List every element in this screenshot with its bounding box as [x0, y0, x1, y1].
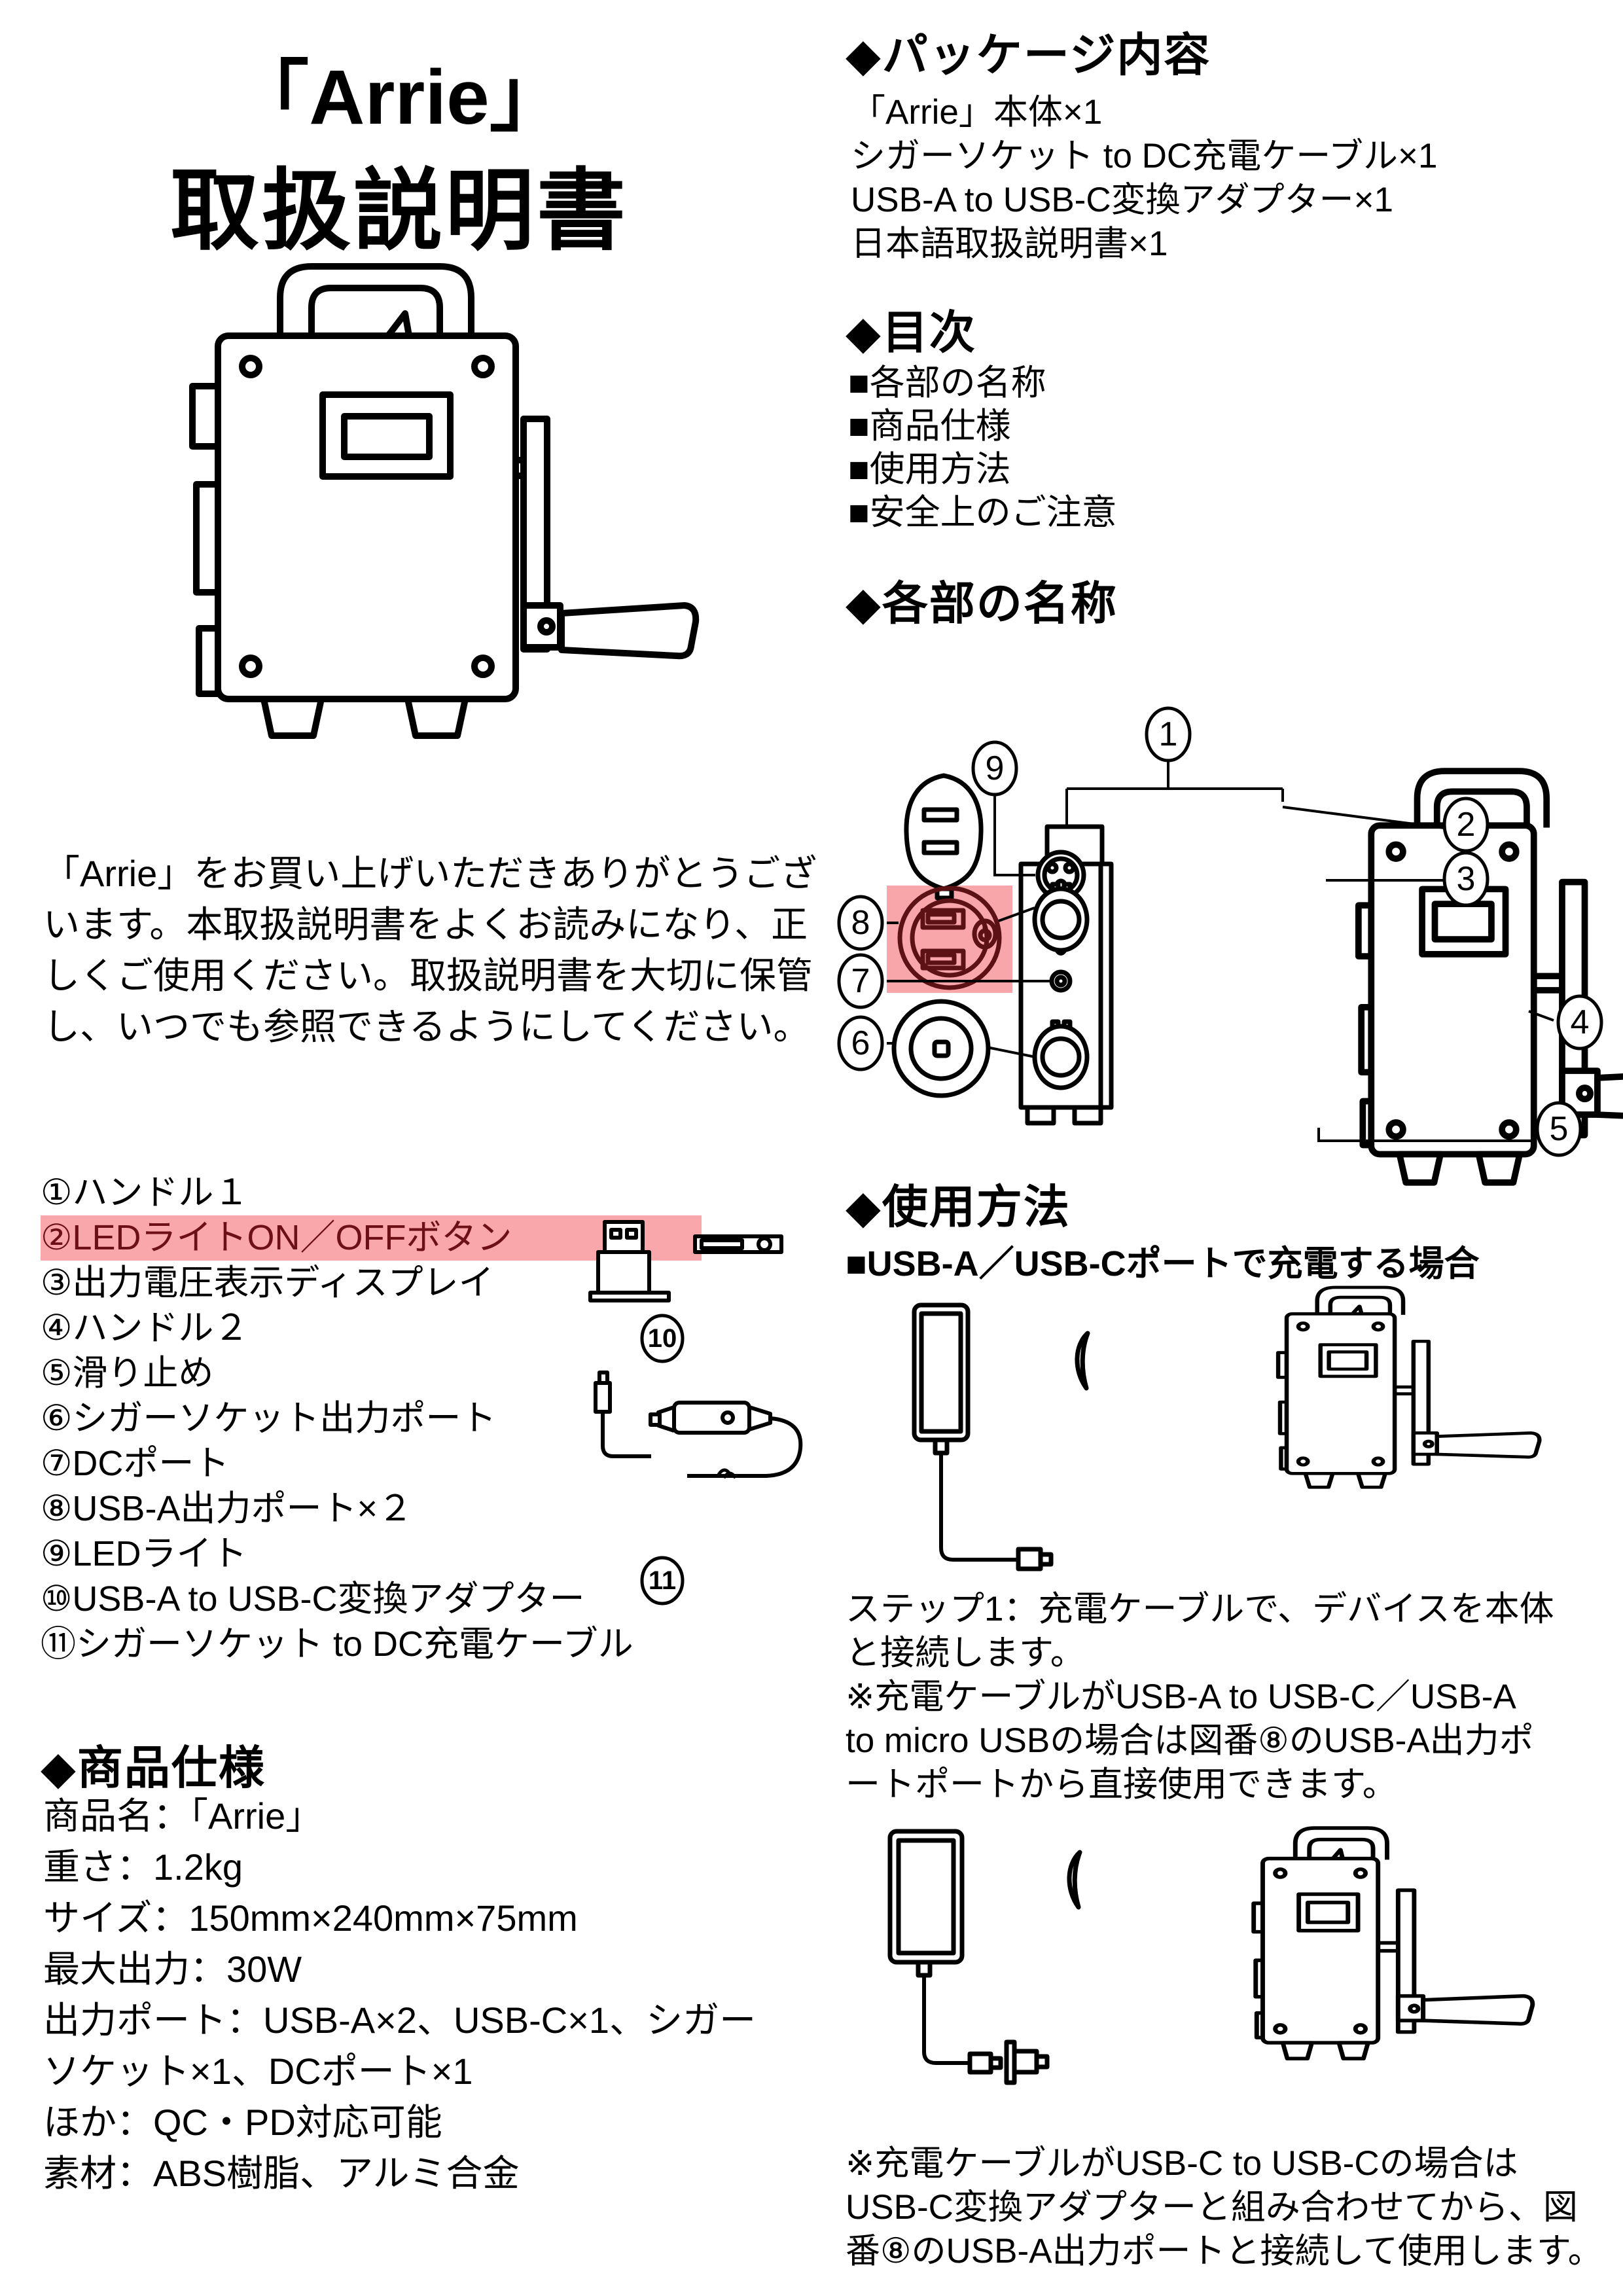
parts-list-item: ⑪シガーソケット to DC充電ケーブル [41, 1624, 633, 1664]
parts-heading: ◆各部の名称 [846, 578, 1118, 629]
page-title-line1: 「Arrie」 [232, 54, 567, 141]
parts-list-item: ③出力電圧表示ディスプレイ [41, 1263, 494, 1302]
svg-text:7: 7 [851, 962, 870, 1000]
parts-list-item: ④ハンドル２ [41, 1308, 249, 1348]
callout-9: 9 [971, 740, 1018, 797]
spec-line: 最大出力：30W [43, 1948, 302, 1990]
step-line: ートポートから直接使用できます。 [846, 1765, 1397, 1804]
usage-diagram-2 [887, 1826, 1499, 2085]
parts-list-item: ⑥シガーソケット出力ポート [41, 1399, 497, 1438]
callout-3: 3 [1442, 851, 1489, 907]
svg-text:9: 9 [986, 749, 1005, 787]
toc-heading: ◆目次 [846, 307, 976, 358]
toc-item: ■商品仕様 [848, 406, 1011, 446]
parts-list-item: ⑦DCポート [41, 1444, 230, 1483]
usage-diagram-1 [912, 1293, 1499, 1571]
package-item: シガーソケット to DC充電ケーブル×1 [851, 137, 1438, 175]
spec-line: ほか：QC・PD対応可能 [43, 2102, 442, 2143]
note-line: ※充電ケーブルがUSB-C to USB-Cの場合は [846, 2144, 1518, 2183]
parts-list-item: ⑨LEDライト [41, 1534, 247, 1573]
callout-1: 1 [1145, 706, 1192, 762]
step-line: ※充電ケーブルがUSB-A to USB-C／USB-A [846, 1677, 1516, 1716]
usage-subheading: ■USB-A／USB-Cポートで充電する場合 [846, 1244, 1480, 1283]
usb-port-group [897, 886, 1002, 990]
callout-8: 8 [837, 895, 884, 951]
specs-section: 商品名：「Arrie」 重さ：1.2kg サイズ：150mm×240mm×75m… [43, 1791, 756, 2199]
toc-item: ■使用方法 [848, 450, 1011, 489]
callout-7: 7 [837, 953, 884, 1009]
spec-line: ソケット×1、DCポート×1 [43, 2051, 473, 2092]
step-line: ステップ1：充電ケーブルで、デバイスを本体 [846, 1590, 1554, 1628]
package-item: USB-A to USB-C変換アダプター×1 [851, 181, 1394, 219]
step-line: と接続します。 [846, 1634, 1085, 1672]
front-panel-view [891, 773, 1114, 1126]
package-item: 「Arrie」本体×1 [851, 93, 1103, 132]
svg-text:4: 4 [1571, 1003, 1590, 1041]
spec-line: 商品名：「Arrie」 [43, 1795, 323, 1837]
accessory-circled-labels: 10 11 [640, 1314, 685, 1605]
svg-text:3: 3 [1457, 860, 1476, 898]
parts-list: ①ハンドル１ ②LEDライトON／OFFボタン ③出力電圧表示ディスプレイ ④ハ… [41, 1170, 702, 1667]
spec-line: 重さ：1.2kg [43, 1846, 243, 1888]
svg-text:2: 2 [1457, 806, 1476, 844]
circled-label-10: 10 [648, 1324, 677, 1353]
callout-lines [887, 759, 1554, 1142]
svg-text:8: 8 [851, 904, 870, 942]
specs-heading: ◆商品仕様 [41, 1742, 266, 1793]
callout-4: 4 [1556, 994, 1603, 1050]
toc-item: ■安全上のご注意 [848, 493, 1117, 532]
intro-line: 「Arrie」をお買い上げいただきありがとうござ [43, 853, 817, 894]
svg-text:5: 5 [1550, 1110, 1569, 1148]
device-in-usage-2 [1254, 1828, 1533, 2058]
toc-section: ■各部の名称 ■商品仕様 ■使用方法 ■安全上のご注意 [848, 361, 1117, 534]
circled-label-11: 11 [649, 1566, 676, 1595]
device-illustration-main [189, 263, 700, 739]
spec-line: サイズ：150mm×240mm×75mm [43, 1897, 578, 1939]
note-line: 番⑧のUSB-A出力ポートと接続して使用します。 [846, 2232, 1603, 2270]
device-in-usage-1 [1278, 1287, 1539, 1487]
callout-6: 6 [837, 1015, 884, 1071]
spec-line: 出力ポート：USB-A×2、USB-C×1、シガー [43, 2000, 757, 2041]
parts-list-item: ⑩USB-A to USB-C変換アダプター [41, 1579, 585, 1619]
package-section: 「Arrie」本体×1 シガーソケット to DC充電ケーブル×1 USB-A … [851, 90, 1437, 266]
toc-item: ■各部の名称 [848, 363, 1046, 403]
parts-list-item: ⑧USB-A出力ポート×２ [41, 1489, 413, 1528]
step-line: to micro USBの場合は図番⑧のUSB-A出力ポ [846, 1721, 1534, 1760]
side-view [1359, 771, 1623, 1183]
callout-5: 5 [1535, 1101, 1582, 1157]
package-heading: ◆パッケージ内容 [846, 29, 1211, 81]
package-item: 日本語取扱説明書×1 [851, 224, 1168, 263]
intro-paragraph: 「Arrie」をお買い上げいただきありがとうござ います。本取扱説明書をよくお読… [43, 848, 817, 1052]
usage-step-text: ステップ1：充電ケーブルで、デバイスを本体 と接続します。 ※充電ケーブルがUS… [846, 1587, 1554, 1806]
parts-diagram: 1 2 3 4 5 6 7 8 9 [837, 706, 1623, 1165]
note-line: USB-C変換アダプターと組み合わせてから、図 [846, 2188, 1578, 2227]
parts-list-item: ①ハンドル１ [41, 1173, 249, 1212]
intro-line: います。本取扱説明書をよくお読みになり、正 [43, 904, 808, 945]
svg-text:1: 1 [1159, 715, 1178, 753]
page-title-line2: 取扱説明書 [170, 161, 628, 260]
parts-list-item: ⑤滑り止め [41, 1354, 214, 1393]
usage-heading: ◆使用方法 [846, 1181, 1071, 1232]
spec-line: 素材：ABS樹脂、アルミ合金 [43, 2153, 520, 2194]
usage-note-text: ※充電ケーブルがUSB-C to USB-Cの場合は USB-C変換アダプターと… [846, 2142, 1603, 2273]
svg-text:6: 6 [851, 1024, 870, 1062]
callout-circles: 1 2 3 4 5 6 7 8 9 [837, 706, 1603, 1157]
intro-line: し、いつでも参照できるようにしてください。 [43, 1006, 810, 1047]
intro-line: しくご使用ください。取扱説明書を大切に保管 [43, 955, 813, 996]
parts-list-item-highlighted: ②LEDライトON／OFFボタン [41, 1215, 702, 1261]
accessories-illustration: 10 11 [588, 1220, 803, 1605]
callout-2: 2 [1442, 797, 1489, 853]
